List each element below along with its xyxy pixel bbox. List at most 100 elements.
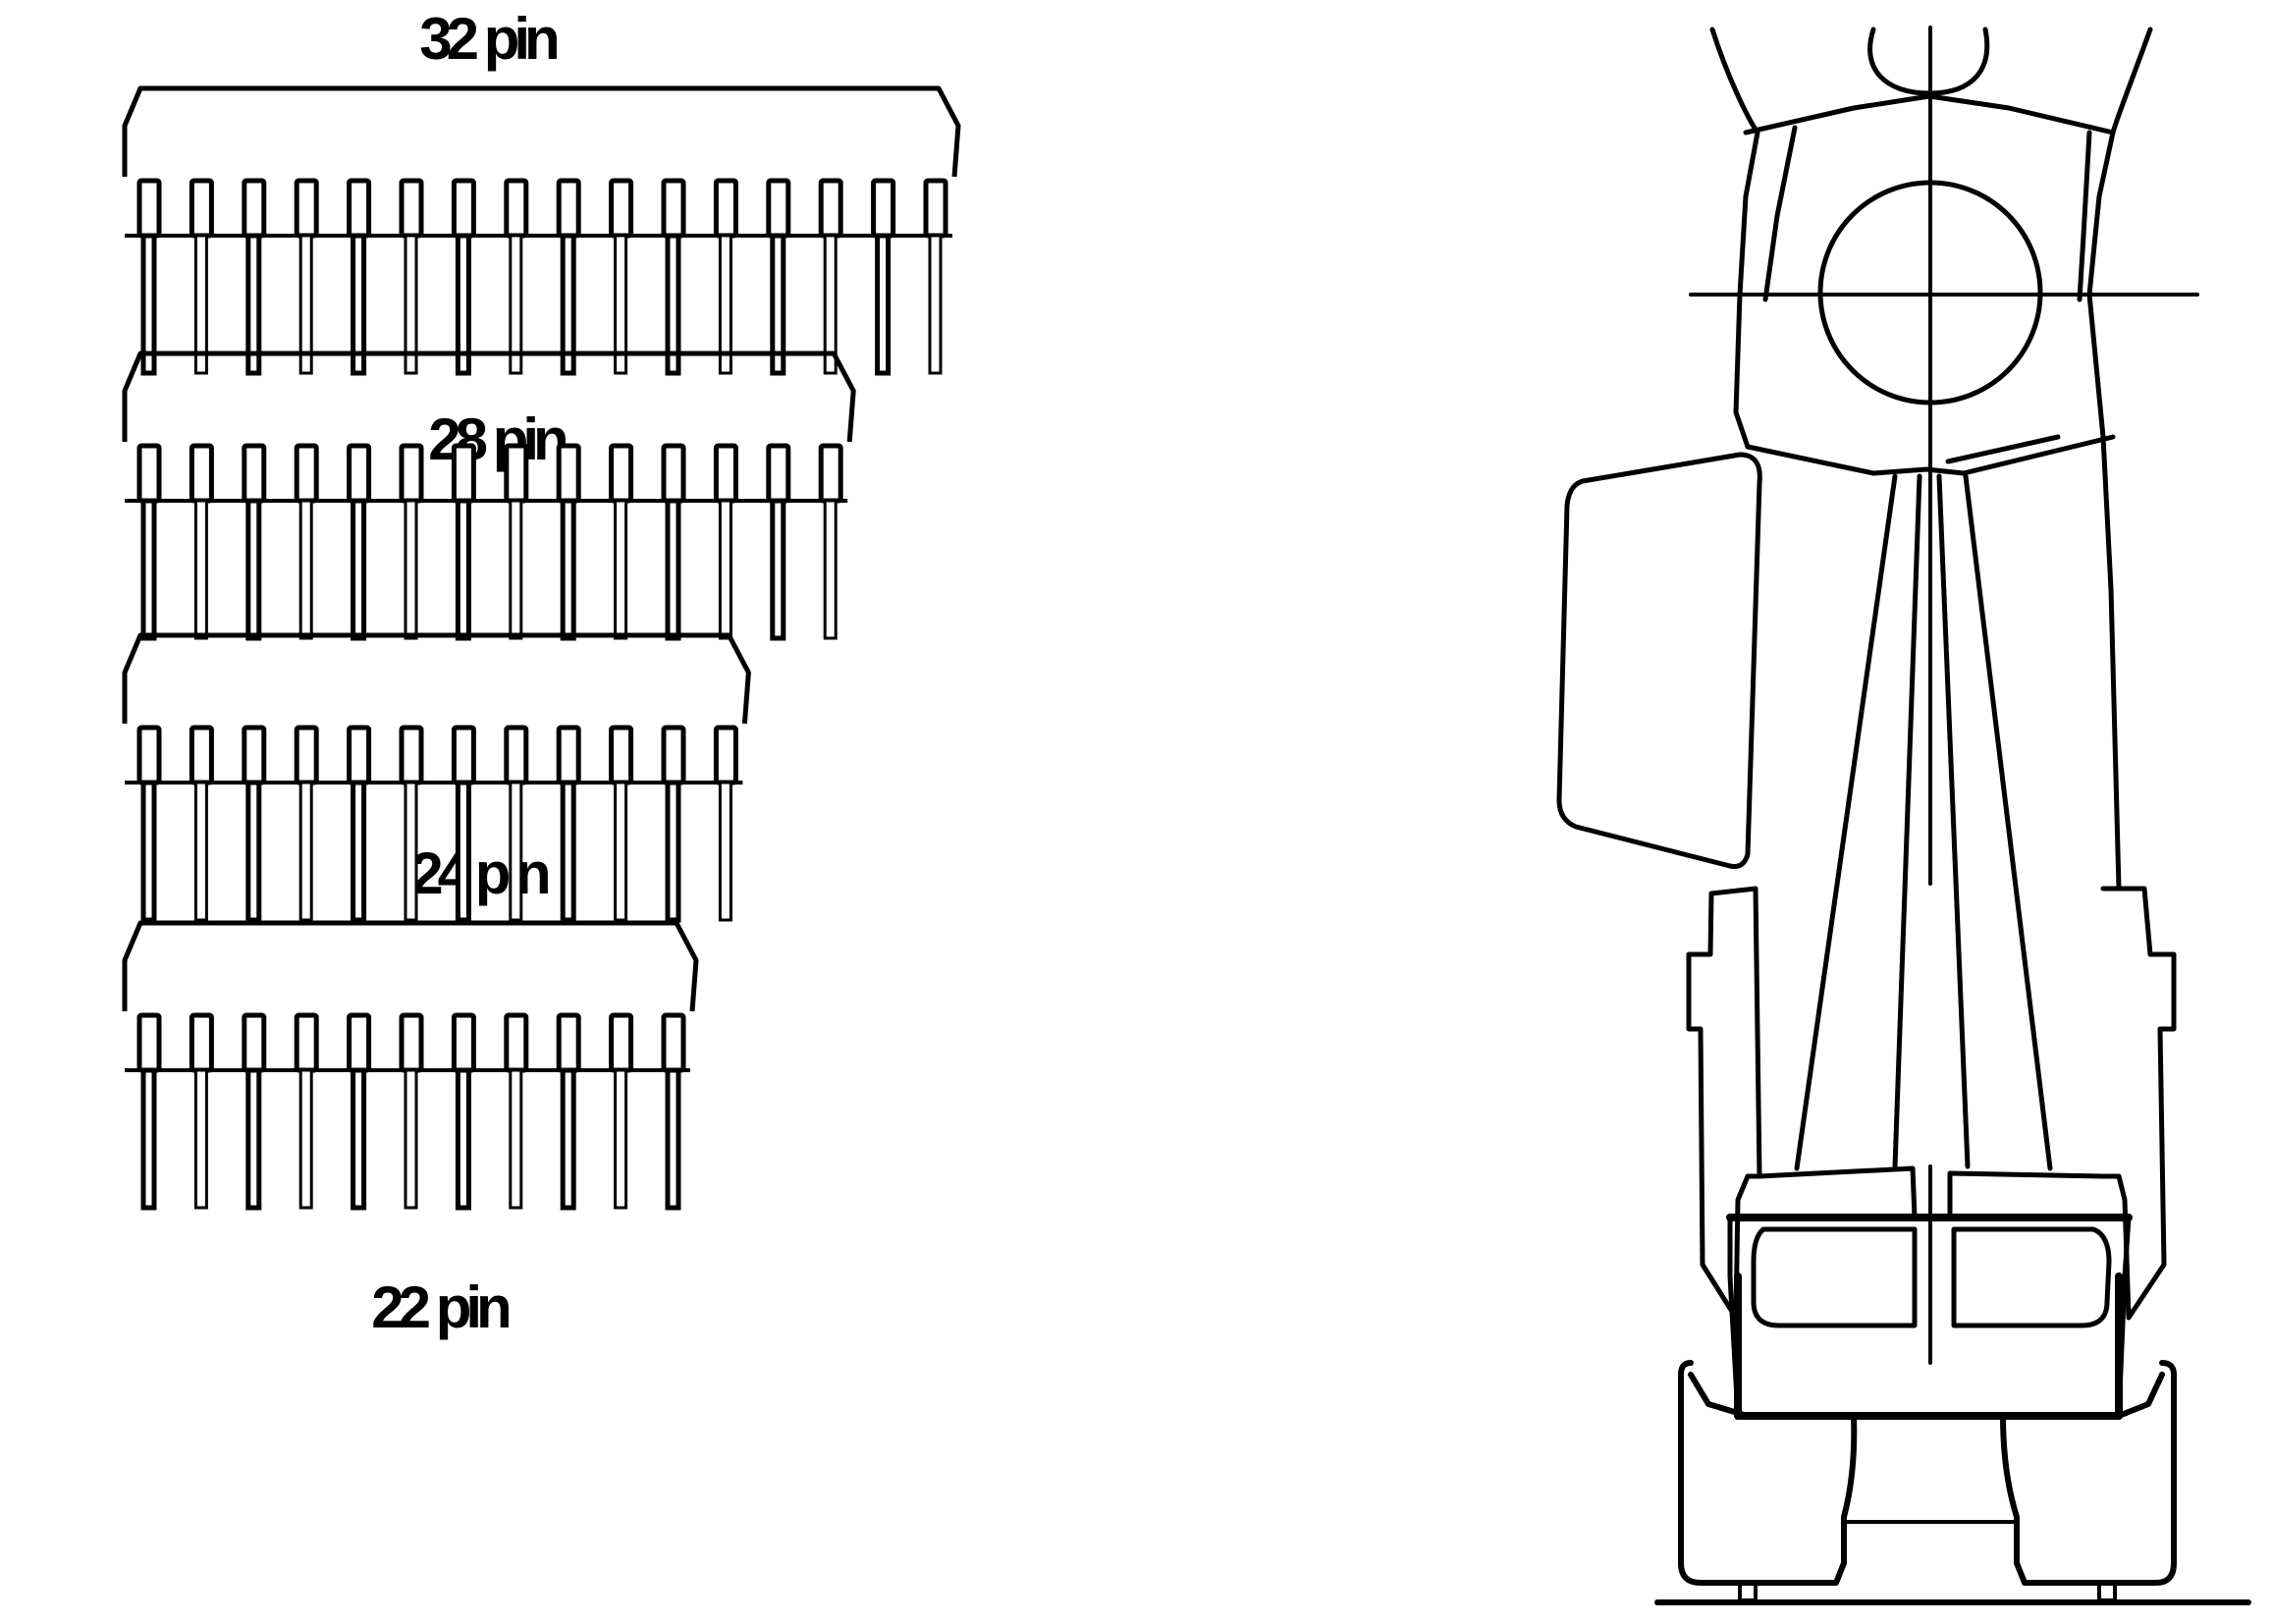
ic-package-28-pin: 28 pin xyxy=(122,351,856,641)
pin-shoulder xyxy=(136,725,162,785)
pin-shoulder xyxy=(399,178,424,239)
pin-leg xyxy=(509,781,523,922)
pin-leg xyxy=(404,781,418,922)
pin-shoulder xyxy=(347,443,372,504)
pin-leg xyxy=(928,234,943,375)
pin-shoulder xyxy=(661,443,686,504)
pin-shoulder xyxy=(713,725,738,785)
pin-leg xyxy=(455,498,471,641)
pin-shoulder xyxy=(609,1012,634,1073)
package-body-outline xyxy=(122,920,699,1012)
pin-shoulder xyxy=(451,725,476,785)
pin-shoulder xyxy=(713,443,738,504)
pin-shoulder xyxy=(451,1012,476,1073)
ic-package-32-pin: 32 pin xyxy=(122,6,961,376)
lever-cap-inner xyxy=(1762,125,1798,302)
package-label: 28 pin xyxy=(428,406,566,472)
pin-shoulder xyxy=(399,443,424,504)
pin-shoulder xyxy=(556,725,581,785)
pin-leg xyxy=(560,780,576,923)
base-left-wall xyxy=(1688,1372,1751,1419)
package-label: 32 pin xyxy=(419,6,557,72)
pin-leg xyxy=(770,233,786,376)
pin-shoulder xyxy=(451,178,476,239)
pin-leg xyxy=(665,498,681,641)
pin-leg xyxy=(770,498,786,641)
pin-leg xyxy=(245,233,262,376)
pin-leg xyxy=(718,781,732,922)
pin-shoulder xyxy=(556,178,581,239)
pin-shoulder xyxy=(294,1012,319,1073)
pin-leg xyxy=(665,233,681,376)
package-label: 22 pin xyxy=(371,1274,509,1340)
pin-shoulder xyxy=(504,443,529,504)
pin-shoulder xyxy=(609,178,634,239)
post-right xyxy=(2100,886,2177,1321)
pin-shoulder xyxy=(294,443,319,504)
pin-leg xyxy=(298,1068,313,1210)
pin-shoulder xyxy=(661,178,686,239)
pin-leg xyxy=(823,234,838,375)
post-left xyxy=(1686,886,1762,1321)
pin-leg xyxy=(193,234,208,375)
pin-shoulder xyxy=(189,178,214,239)
pin-shoulder xyxy=(399,1012,424,1073)
pin-leg xyxy=(351,498,367,641)
pin-shoulder xyxy=(136,1012,162,1073)
pin-shoulder xyxy=(556,443,581,504)
pin-shoulder xyxy=(713,178,738,239)
lever-lower-cap-right xyxy=(1945,434,2061,464)
pin-leg xyxy=(614,781,628,922)
pin-shoulder xyxy=(818,178,843,239)
pin-shoulder xyxy=(871,178,896,239)
post-right-inner xyxy=(1947,1170,2106,1220)
pin-shoulder xyxy=(923,178,948,239)
pin-leg xyxy=(560,233,576,376)
pin-leg xyxy=(718,499,732,640)
pin-leg xyxy=(140,1067,157,1211)
pin-shoulder xyxy=(766,178,791,239)
pin-leg xyxy=(509,1068,523,1210)
clamp-inner-right xyxy=(1951,1226,2112,1328)
pin-shoulder xyxy=(189,443,214,504)
pin-shoulder xyxy=(504,1012,529,1073)
ic-package-24-pin: 24 pin xyxy=(122,632,751,923)
pin-leg xyxy=(509,234,523,375)
pin-leg xyxy=(351,1067,367,1211)
pin-leg xyxy=(351,233,367,376)
ic-package-group: 32 pin 28 pin 24 pin 22 pin xyxy=(122,6,961,1340)
base-right-wall xyxy=(2116,1372,2165,1419)
pin-shoulder xyxy=(609,443,634,504)
pin-leg xyxy=(718,234,732,375)
lever-body-left xyxy=(1794,473,1898,1171)
ic-package-22-pin: 22 pin xyxy=(122,920,699,1340)
zif-socket-side-view xyxy=(1556,26,2251,1605)
pin-leg xyxy=(614,1068,628,1210)
pin-leg xyxy=(245,1067,262,1211)
pin-shoulder xyxy=(242,1012,267,1073)
pin-shoulder xyxy=(136,443,162,504)
clamp-inner-left xyxy=(1751,1226,1918,1328)
base-foot-left xyxy=(1678,1360,1858,1586)
pin-leg xyxy=(193,1068,208,1210)
pin-leg xyxy=(351,780,367,923)
post-left-inner xyxy=(1757,1165,1918,1220)
pin-leg xyxy=(140,233,157,376)
pin-shoulder xyxy=(294,178,319,239)
pin-shoulder xyxy=(661,1012,686,1073)
pin-leg xyxy=(455,1067,471,1211)
pin-leg xyxy=(298,234,313,375)
pin-leg xyxy=(560,498,576,641)
pin-leg xyxy=(245,780,262,923)
pin-shoulder xyxy=(609,725,634,785)
pin-shoulder xyxy=(766,443,791,504)
pin-shoulder xyxy=(242,443,267,504)
lever-left-arm xyxy=(1709,27,1760,450)
pin-leg xyxy=(140,780,157,923)
pin-leg xyxy=(193,499,208,640)
pin-leg xyxy=(823,499,838,640)
lever-lower-cap xyxy=(1745,434,2116,476)
pin-shoulder xyxy=(347,178,372,239)
pin-shoulder xyxy=(347,725,372,785)
